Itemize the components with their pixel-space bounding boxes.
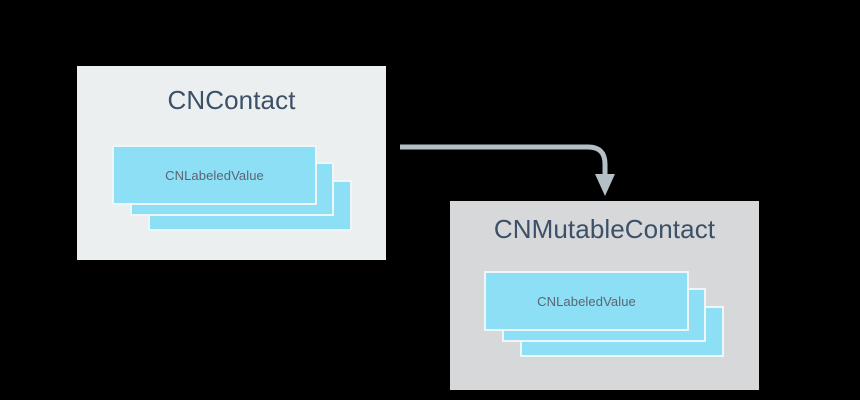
card-layer-front: CNLabeledValue: [112, 145, 317, 205]
panel-title-cncontact: CNContact: [167, 85, 296, 115]
card-stack-target: CNLabeledValue: [484, 271, 724, 358]
card-layer-front: CNLabeledValue: [484, 271, 689, 331]
copy-arrow: [400, 144, 615, 196]
card-stack-source: CNLabeledValue: [112, 145, 352, 231]
panel-cnmutablecontact: CNMutableContact CNLabeledValue: [450, 201, 759, 390]
card-label-cnlabeledvalue: CNLabeledValue: [165, 167, 264, 183]
panel-cncontact: CNContact CNLabeledValue: [77, 66, 386, 260]
card-label-cnlabeledvalue: CNLabeledValue: [537, 293, 636, 309]
panel-title-cnmutablecontact: CNMutableContact: [493, 214, 716, 244]
